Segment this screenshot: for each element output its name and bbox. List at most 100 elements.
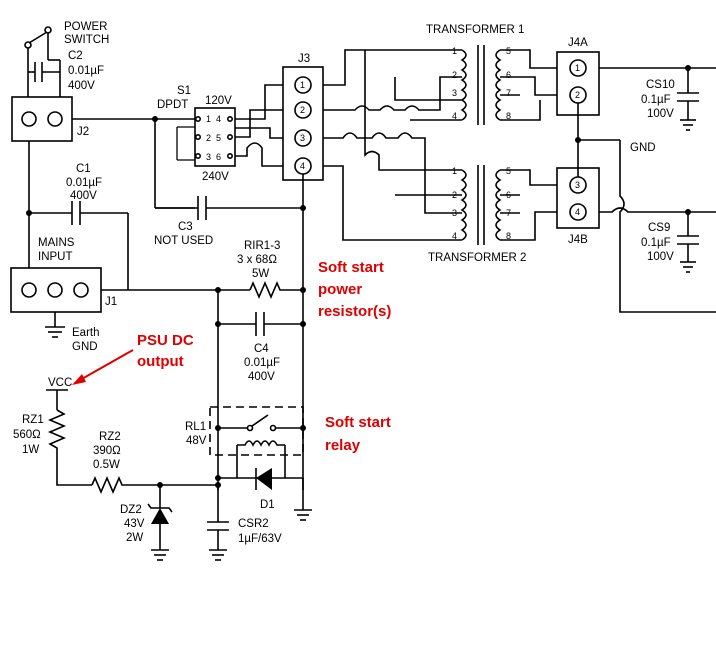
- t1-pin-1: 1: [452, 46, 457, 56]
- d1-label: D1: [260, 499, 275, 511]
- t1-pin-5: 5: [506, 46, 511, 56]
- j2-connector: [11, 96, 73, 142]
- t2-pin-6: 6: [506, 190, 511, 200]
- csr2-value: 1µF/63V: [238, 533, 282, 545]
- t2-pin-8: 8: [506, 231, 511, 241]
- c2-name: C2: [68, 50, 83, 62]
- mains-label-1: MAINS: [38, 237, 75, 249]
- t1-pin-4: 4: [452, 111, 457, 121]
- rir-power: 5W: [252, 268, 269, 280]
- mains-label-2: INPUT: [38, 251, 73, 263]
- earth-label-1: Earth: [72, 327, 100, 339]
- gnd-label: GND: [630, 142, 656, 154]
- annotation-arrow: [72, 349, 134, 385]
- s1-dpdt-switch: [176, 107, 236, 167]
- s1-pin-1: 1: [206, 114, 211, 124]
- s1-pin-4: 4: [216, 114, 221, 124]
- ground-d1: [294, 478, 312, 521]
- dz2-power: 2W: [126, 532, 143, 544]
- rz1-name: RZ1: [22, 414, 44, 426]
- c4-voltage: 400V: [248, 371, 275, 383]
- j4a-pin-2: 2: [575, 90, 580, 100]
- earth-ground-symbol: [45, 312, 65, 338]
- d1-diode: [255, 468, 272, 490]
- t1-pin-6: 6: [506, 70, 511, 80]
- csr2-name: CSR2: [238, 518, 269, 530]
- s1-240v-label: 240V: [202, 171, 229, 183]
- dz2-name: DZ2: [120, 504, 142, 516]
- t2-pin-5: 5: [506, 166, 511, 176]
- transformer-1-label: TRANSFORMER 1: [426, 24, 524, 36]
- c1-voltage: 400V: [70, 190, 97, 202]
- vcc-label: VCC: [48, 377, 72, 389]
- cs10-name: CS10: [646, 79, 675, 91]
- j2-label: J2: [77, 126, 89, 138]
- j4a-label: J4A: [568, 37, 588, 49]
- j4b-label: J4B: [568, 234, 588, 246]
- annotation-soft-start-resistor-2: power: [318, 281, 362, 298]
- c3-status: NOT USED: [154, 235, 213, 247]
- j3-connector: [282, 66, 324, 181]
- s1-pin-3: 3: [206, 152, 211, 162]
- j3-pin-1: 1: [300, 80, 305, 90]
- s1-pin-6: 6: [216, 152, 221, 162]
- rz1-value: 560Ω: [13, 429, 41, 441]
- annotation-soft-start-relay-1: Soft start: [325, 414, 391, 431]
- rl1-relay: [209, 406, 304, 478]
- cs10-value: 0.1µF: [641, 94, 671, 106]
- t2-pin-3: 3: [452, 208, 457, 218]
- j4b-connector: [556, 167, 600, 229]
- cs10-capacitor: [677, 65, 699, 131]
- cs10-voltage: 100V: [647, 108, 674, 120]
- dz2-voltage: 43V: [124, 518, 145, 530]
- t2-pin-1: 1: [452, 166, 457, 176]
- cs9-value: 0.1µF: [641, 237, 671, 249]
- c3-capacitor: [155, 196, 303, 220]
- rz1-power: 1W: [22, 444, 39, 456]
- power-switch-label-1: POWER: [64, 21, 107, 33]
- cs9-name: CS9: [648, 222, 670, 234]
- t2-pin-7: 7: [506, 208, 511, 218]
- c2-voltage: 400V: [68, 80, 95, 92]
- j3-pin-3: 3: [300, 133, 305, 143]
- s1-120v-label: 120V: [205, 95, 232, 107]
- s1-type: DPDT: [157, 99, 188, 111]
- rir-name: RIR1-3: [244, 240, 280, 252]
- earth-label-2: GND: [72, 341, 98, 353]
- c4-capacitor: [218, 312, 303, 336]
- rir-resistor: [249, 280, 303, 300]
- dz2-zener: [147, 485, 173, 561]
- j1-label: J1: [105, 296, 117, 308]
- c2-capacitor: [28, 60, 61, 97]
- annotation-soft-start-relay-2: relay: [325, 437, 361, 454]
- rl1-name: RL1: [185, 421, 206, 433]
- power-switch-label-2: SWITCH: [64, 34, 109, 46]
- j1-connector: [10, 267, 102, 313]
- j3-pin-4: 4: [300, 161, 305, 171]
- c1-capacitor: [29, 201, 129, 290]
- rz2-name: RZ2: [99, 431, 121, 443]
- annotation-psu-dc-output-1: PSU DC: [137, 332, 194, 349]
- power-switch: [24, 26, 60, 97]
- cs9-voltage: 100V: [647, 251, 674, 263]
- t2-pin-4: 4: [452, 231, 457, 241]
- transformer-2-label: TRANSFORMER 2: [428, 252, 526, 264]
- t1-pin-3: 3: [452, 88, 457, 98]
- s1-pin-5: 5: [216, 133, 221, 143]
- t1-pin-2: 2: [452, 70, 457, 80]
- t2-pin-2: 2: [452, 190, 457, 200]
- transformer-1: [460, 45, 520, 125]
- rz1-resistor: [47, 409, 92, 486]
- rz2-power: 0.5W: [93, 459, 120, 471]
- transformer-2: [460, 165, 520, 245]
- j4a-pin-1: 1: [575, 63, 580, 73]
- j3-pin-2: 2: [300, 105, 305, 115]
- s1-pin-2: 2: [206, 133, 211, 143]
- t1-pin-7: 7: [506, 88, 511, 98]
- c3-name: C3: [178, 221, 193, 233]
- j4b-pin-3: 3: [575, 180, 580, 190]
- c2-value: 0.01µF: [68, 65, 104, 77]
- rl1-voltage: 48V: [186, 435, 207, 447]
- t1-pin-8: 8: [506, 111, 511, 121]
